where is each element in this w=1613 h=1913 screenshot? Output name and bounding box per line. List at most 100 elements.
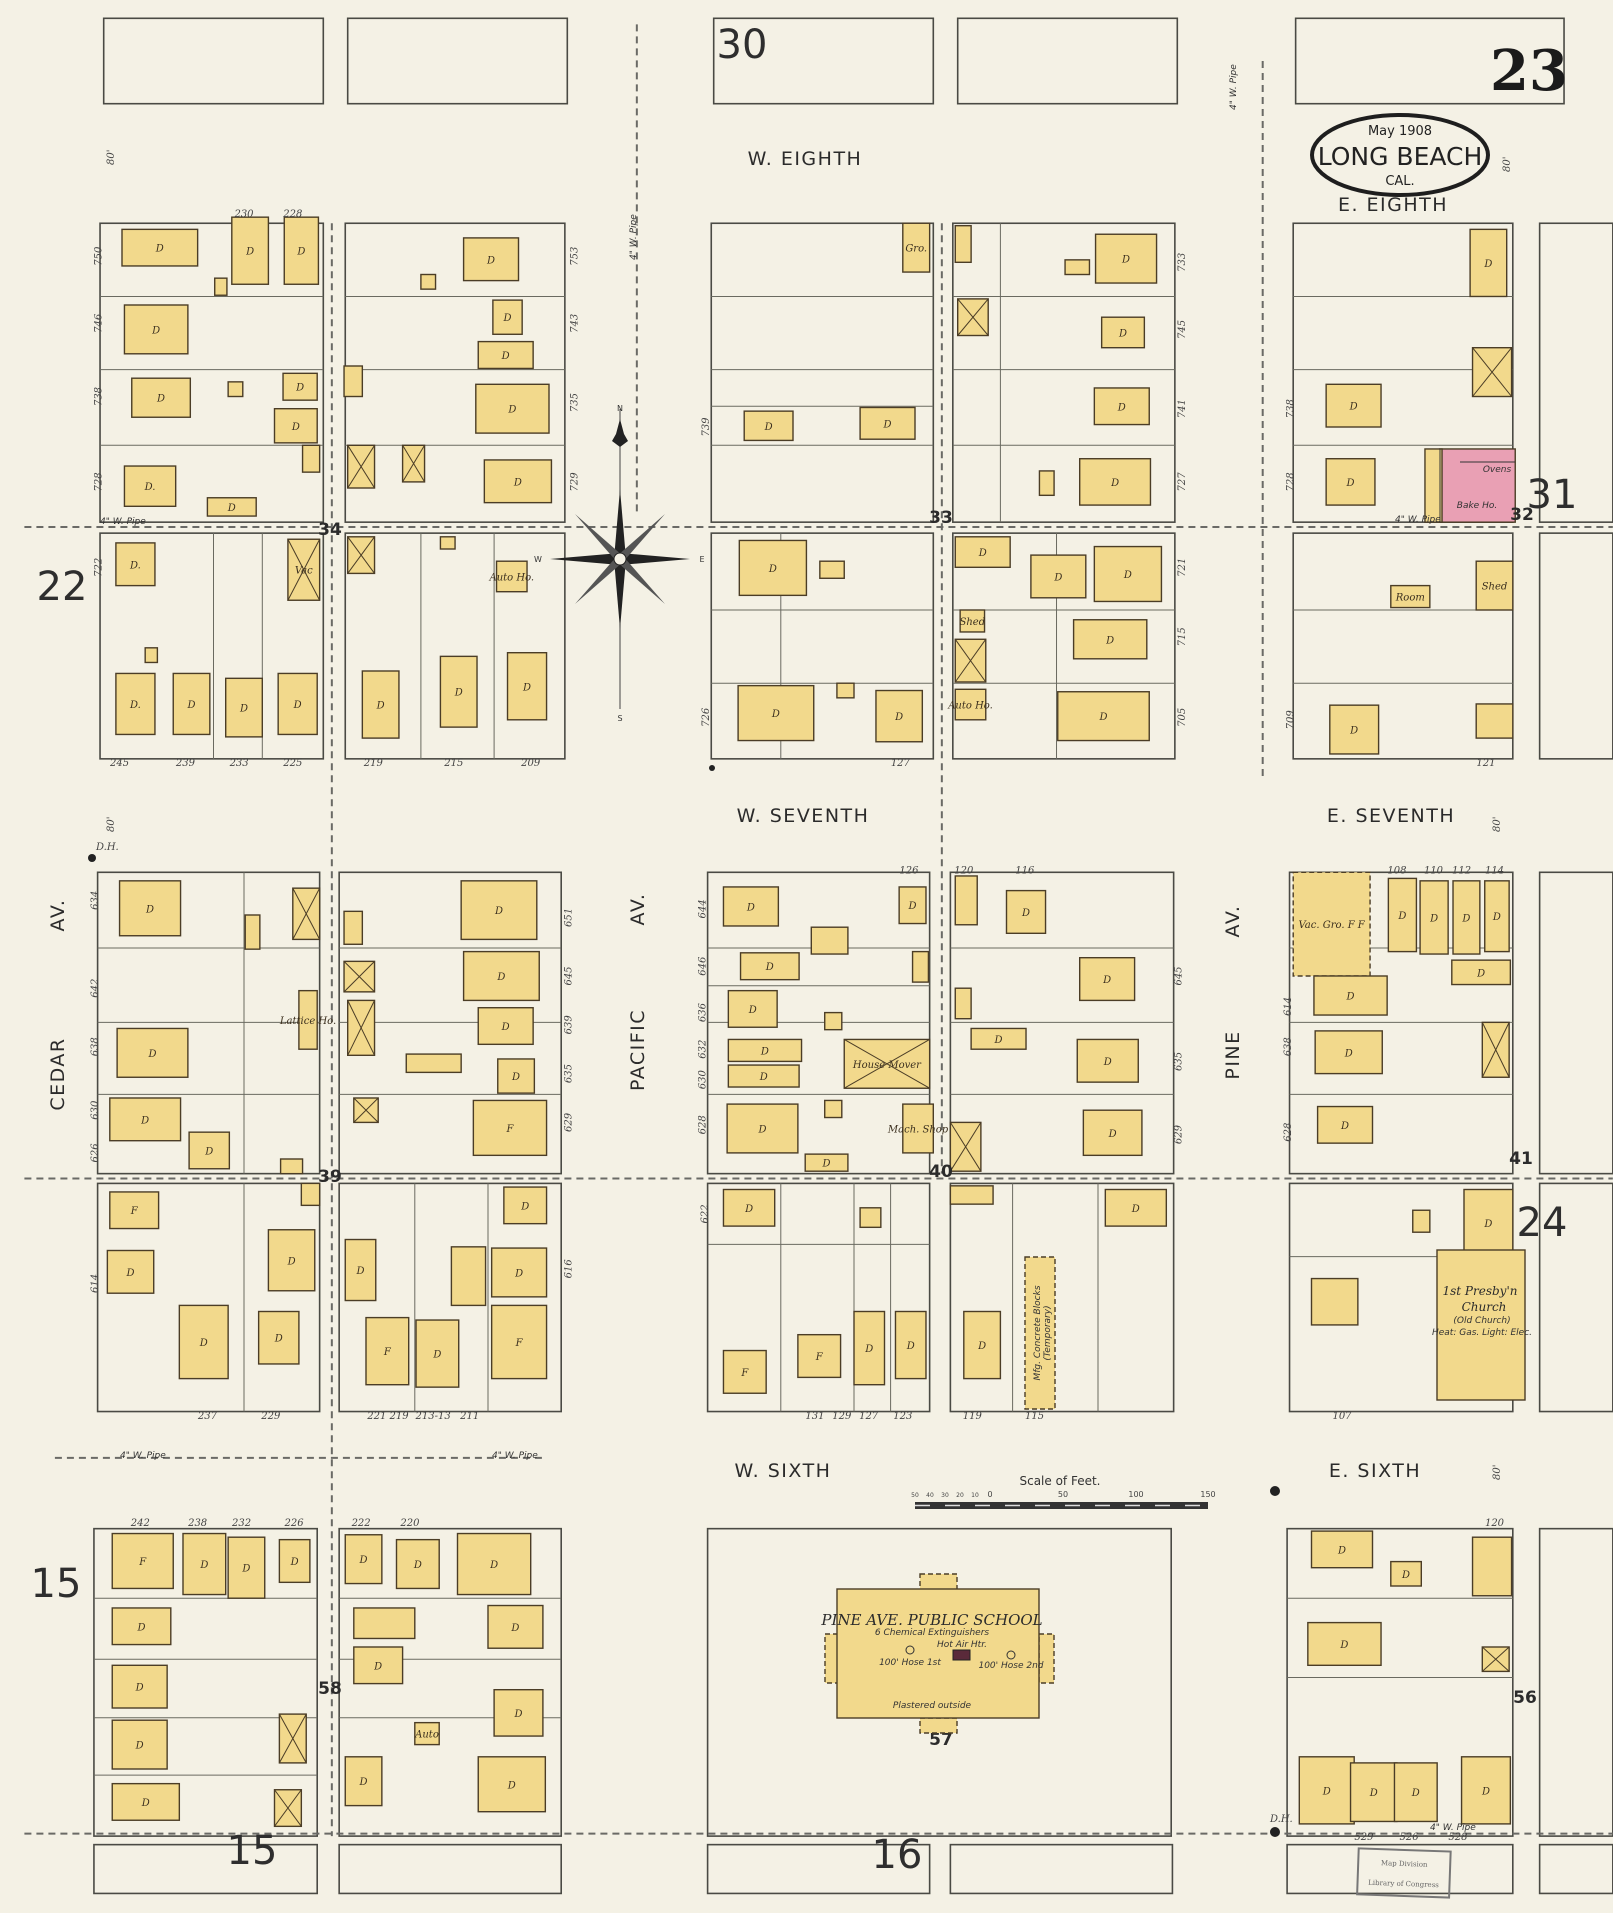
scale-tick: 150 (1200, 1490, 1215, 1499)
side-house-number: 616 (563, 1259, 574, 1279)
map-state: Cal. (1385, 174, 1414, 189)
building-label: D (764, 422, 773, 433)
side-house-number: 709 (1286, 710, 1297, 730)
side-house-number: 628 (698, 1115, 709, 1134)
building: D (726, 1103, 799, 1154)
city-block (949, 1182, 1175, 1413)
scale-tick: 100 (1128, 1490, 1143, 1499)
building-label: D (744, 1204, 753, 1215)
building: D (487, 1604, 544, 1649)
building (1412, 1209, 1431, 1233)
building: D (111, 1664, 168, 1709)
building-label: D (510, 1623, 519, 1634)
stamp-line-2: Library of Congress (1368, 1879, 1439, 1889)
building-label: D (296, 247, 305, 258)
side-house-number: 739 (701, 417, 712, 437)
city-block (1538, 1843, 1613, 1895)
building-label: D (1117, 402, 1126, 413)
house-number: 228 (282, 209, 302, 220)
city-block (102, 17, 325, 105)
building (278, 1713, 307, 1764)
building: D (1451, 959, 1512, 986)
building-label: D (522, 682, 531, 693)
school-heater: Hot Air Htr. (937, 1640, 987, 1650)
building-label: D (126, 1268, 135, 1279)
first-presbyterian-church: 1st Presby'n Church (Old Church) Heat: G… (1432, 1249, 1532, 1401)
building-label: Vac (295, 566, 313, 577)
house-number: 529 (1354, 1832, 1374, 1843)
building (836, 682, 855, 699)
city-block (96, 871, 321, 1175)
building: D (1316, 1105, 1374, 1144)
building: Mach. Shop (887, 1103, 949, 1154)
building-label: D (359, 1555, 368, 1566)
building-label: D (137, 1622, 146, 1633)
city-block (706, 1527, 1172, 1837)
building: D (497, 1058, 536, 1094)
side-house-number: 721 (1177, 558, 1188, 577)
building (954, 875, 978, 926)
side-house-number: 642 (90, 979, 101, 998)
building: D (1349, 1762, 1398, 1823)
house-number: 116 (1015, 866, 1035, 877)
building: F (472, 1099, 548, 1157)
building: D (1078, 957, 1136, 1002)
house-number: 123 (893, 1411, 912, 1422)
building: D (898, 886, 927, 925)
building-label: D (293, 700, 302, 711)
building-label: D (1102, 975, 1111, 986)
building: D (1469, 228, 1508, 298)
house-number: 528 (1448, 1832, 1467, 1843)
building-label: House Mover (852, 1060, 922, 1071)
building-label: D (1481, 1786, 1490, 1797)
building: Lattice Ho. (279, 989, 336, 1050)
building-label: D (1322, 1786, 1331, 1797)
building-label: D (514, 1268, 523, 1279)
building: D (178, 1304, 229, 1380)
side-house-number: 746 (94, 313, 105, 333)
building: D (503, 1186, 548, 1225)
building (347, 536, 376, 575)
building: Auto (414, 1721, 440, 1746)
side-house-number: 628 (1283, 1123, 1294, 1142)
building: Auto Ho. (488, 560, 534, 593)
city-block (949, 1843, 1174, 1895)
building: D (344, 1756, 383, 1807)
building: D (344, 1534, 383, 1585)
building: D (477, 1007, 534, 1046)
building (353, 1097, 379, 1124)
building: D (1460, 1756, 1512, 1825)
side-house-number: 738 (1286, 399, 1297, 418)
building (343, 365, 364, 398)
scale-tick: 0 (987, 1490, 992, 1499)
building-label: D (759, 1072, 768, 1083)
building-label: D (432, 1350, 441, 1361)
building-label: D (489, 1560, 498, 1571)
house-number: 233 (229, 758, 249, 769)
building-label: Auto Ho. (488, 572, 534, 583)
building (439, 536, 456, 550)
building-label: D (274, 1334, 283, 1345)
building (1471, 347, 1513, 398)
water-pipes (24, 24, 1613, 1837)
building: D (477, 1756, 547, 1813)
house-number: 225 (282, 758, 302, 769)
building-label: D (145, 904, 154, 915)
building-label: D (355, 1266, 364, 1277)
building-label: D (503, 313, 512, 324)
building-label: D (147, 1049, 156, 1060)
building-label: D (771, 709, 780, 720)
building: D (131, 377, 192, 418)
block-number: 56 (1513, 1688, 1537, 1708)
building-label: Auto Ho. (947, 701, 993, 712)
building-label: D (1483, 1219, 1492, 1230)
building (954, 638, 987, 683)
compass-s: S (617, 714, 622, 723)
hydrant-icon: D.H. (1269, 1814, 1293, 1837)
building: D. (123, 465, 177, 508)
house-number: 226 (283, 1518, 304, 1529)
building: D (344, 1238, 377, 1302)
building (1310, 1277, 1359, 1326)
side-house-number: 726 (701, 707, 712, 727)
